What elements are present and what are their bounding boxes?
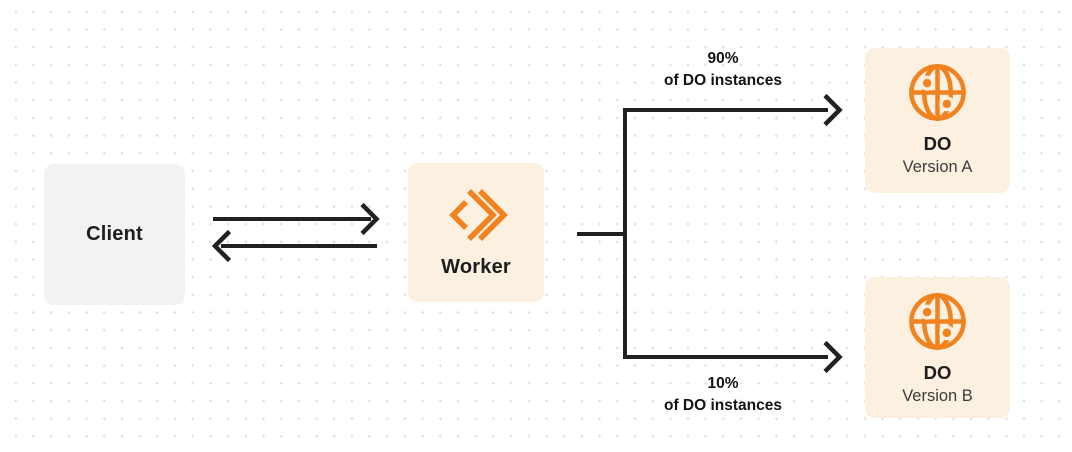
client-node-label: Client	[86, 223, 143, 245]
arrowhead-to-do-a	[823, 93, 843, 127]
arrowhead-to-do-b	[823, 340, 843, 374]
split-top-edge-label: 90% of DO instances	[608, 48, 838, 92]
do-a-label: DO	[923, 133, 952, 154]
split-bottom-caption: of DO instances	[664, 397, 782, 414]
cloudflare-workers-chevrons-icon	[444, 187, 508, 243]
worker-node: Worker	[408, 163, 544, 302]
split-bottom-percent: 10%	[707, 375, 739, 392]
connector-split-bracket	[623, 108, 828, 359]
split-bottom-edge-label: 10% of DO instances	[608, 373, 838, 417]
globe-network-icon	[906, 61, 969, 124]
do-version-a-node: DO Version A	[865, 48, 1010, 193]
do-b-label: DO	[923, 362, 952, 383]
split-top-percent: 90%	[707, 50, 739, 67]
arrow-worker-to-client	[211, 229, 377, 263]
globe-network-icon	[906, 290, 969, 353]
do-version-b-node: DO Version B	[865, 277, 1010, 418]
do-a-sublabel: Version A	[902, 158, 973, 176]
client-node: Client	[44, 164, 185, 305]
worker-node-label: Worker	[441, 256, 511, 278]
do-b-sublabel: Version B	[902, 387, 973, 405]
split-top-caption: of DO instances	[664, 72, 782, 89]
arrow-client-to-worker	[213, 202, 380, 236]
